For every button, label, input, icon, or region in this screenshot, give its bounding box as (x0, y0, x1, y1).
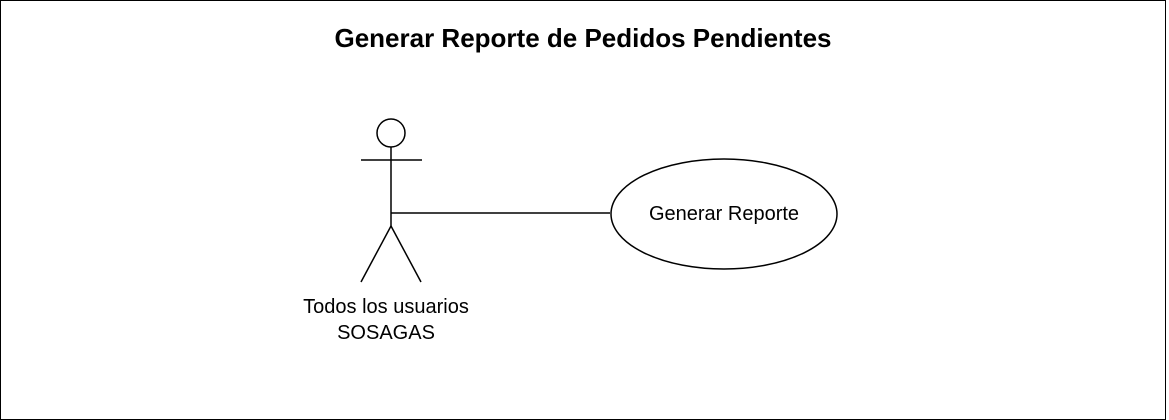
actor-label-line2: SOSAGAS (337, 322, 435, 344)
diagram-title: Generar Reporte de Pedidos Pendientes (334, 23, 832, 53)
use-case-label: Generar Reporte (648, 203, 800, 225)
use-case-diagram (360, 118, 838, 283)
actor-head (376, 118, 406, 148)
actor-left-leg (360, 225, 392, 283)
actor-label: Todos los usuarios SOSAGAS (253, 294, 519, 346)
use-case-ellipse[interactable] (610, 158, 838, 270)
actor-label-line1: Todos los usuarios (303, 296, 469, 318)
actor-right-leg (390, 225, 422, 283)
actor-figure (360, 118, 422, 283)
